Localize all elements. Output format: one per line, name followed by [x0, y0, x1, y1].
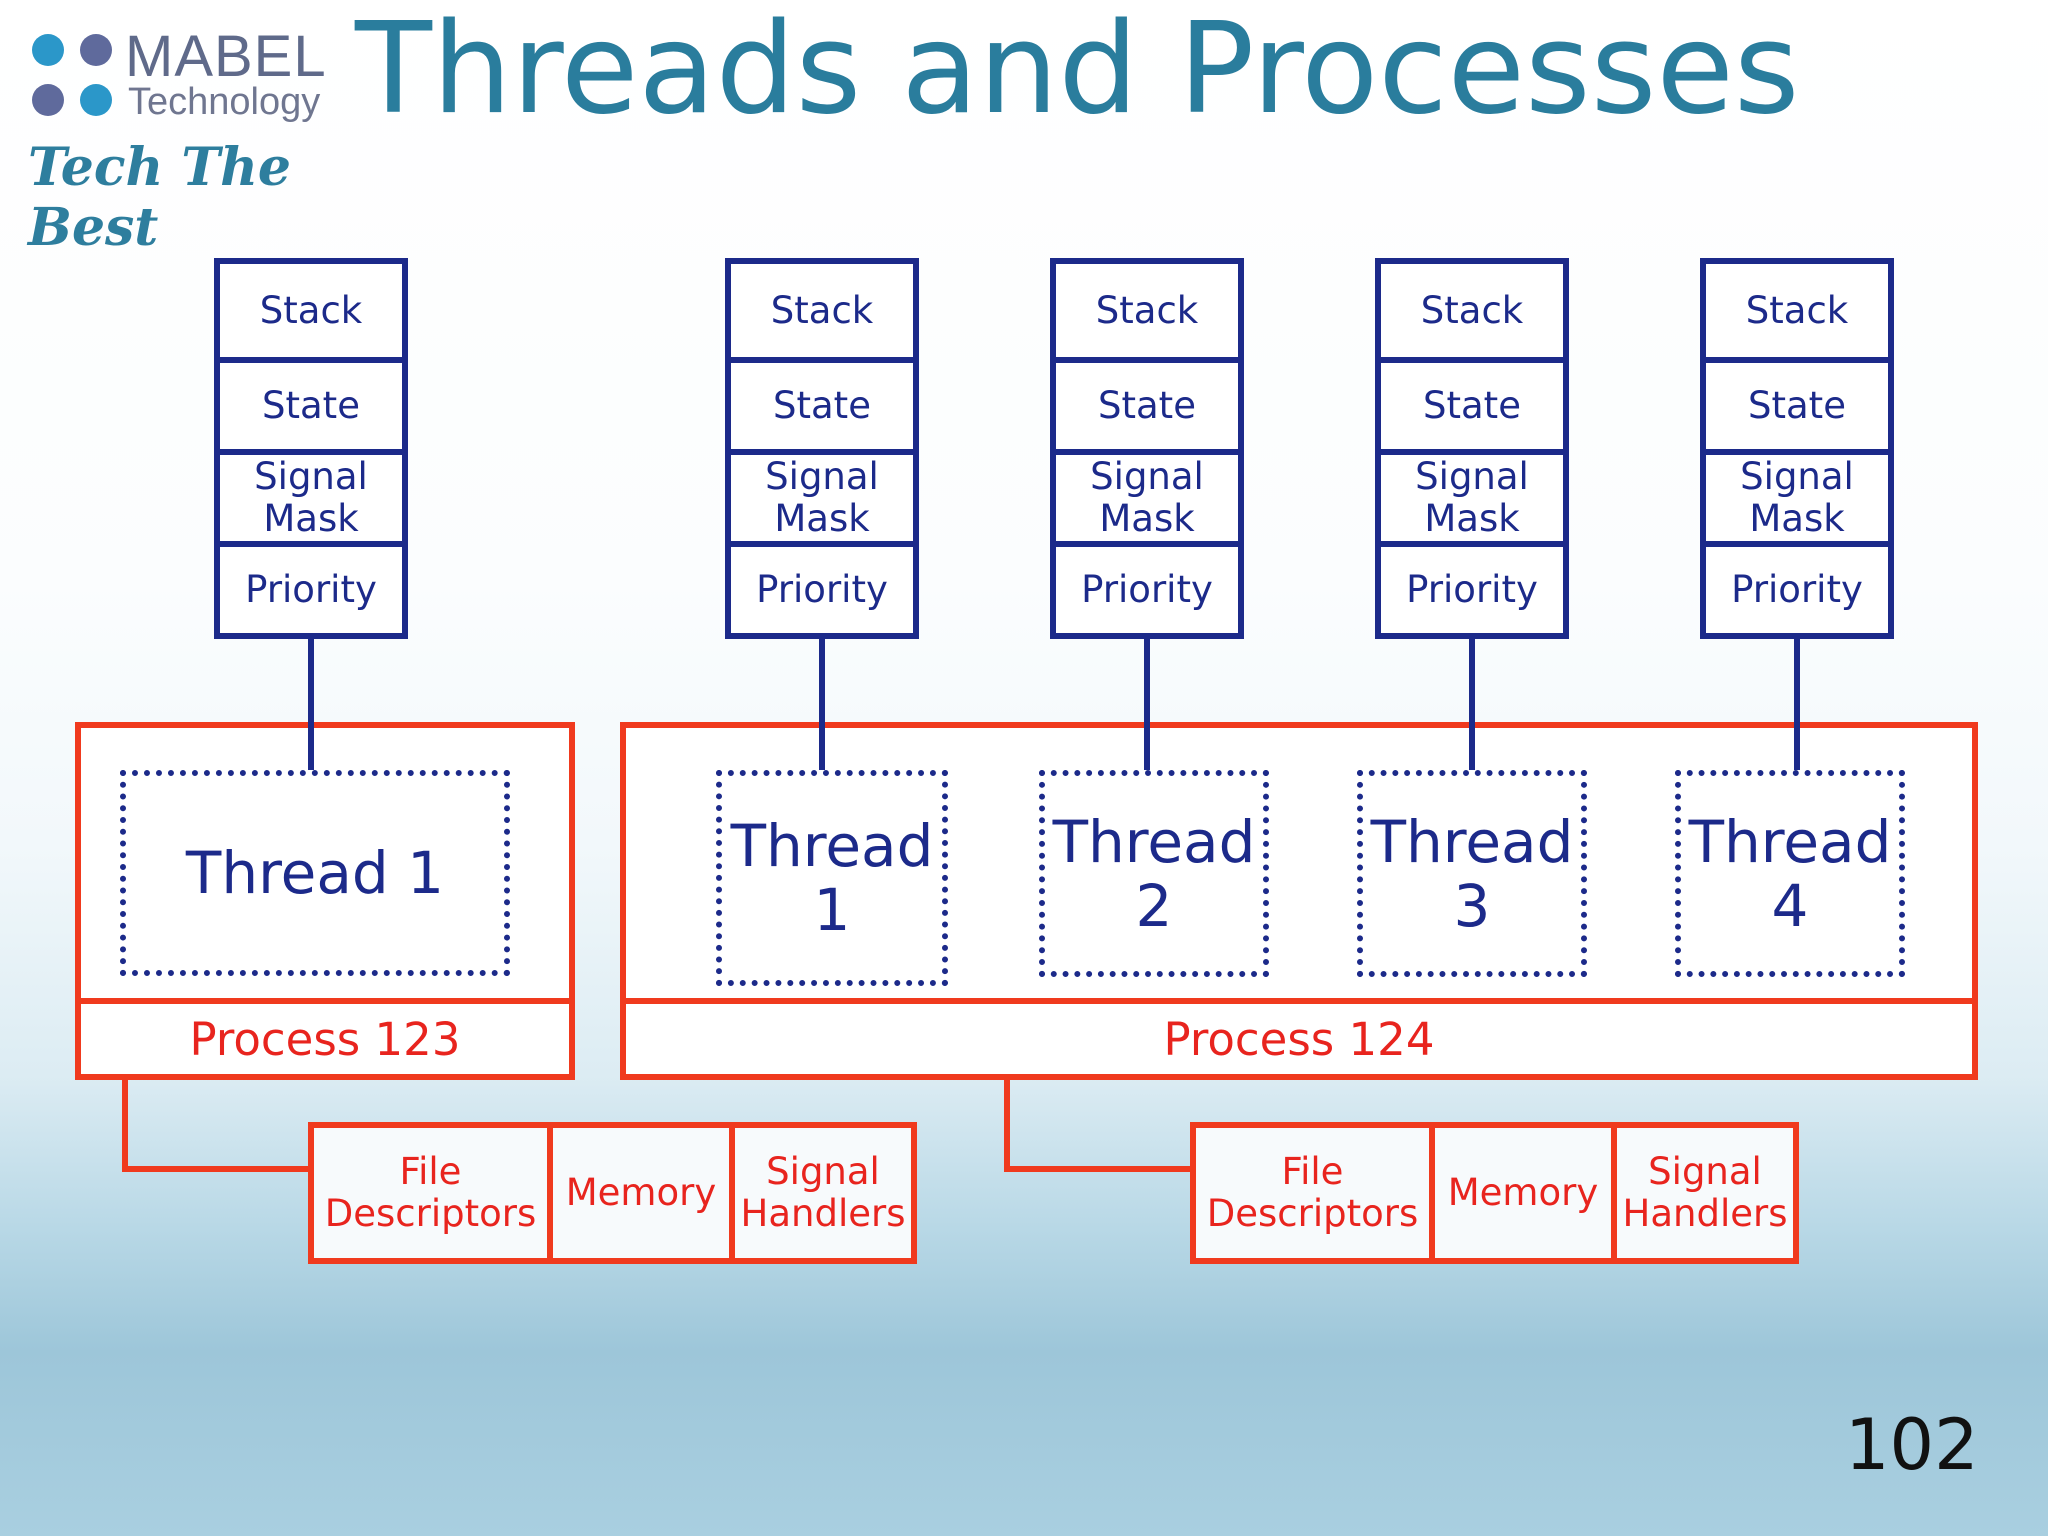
process-124-thread-1: Thread 1 [716, 770, 948, 986]
process-124-resources: File Descriptors Memory Signal Handlers [1190, 1122, 1799, 1264]
signal-mask-cell: Signal Mask [1706, 449, 1888, 541]
memory-cell: Memory [1429, 1128, 1611, 1258]
connector-line [1144, 636, 1150, 770]
logo-dot-3 [32, 84, 64, 116]
thread-attributes-stack: Stack State Signal Mask Priority [725, 258, 919, 639]
page-title: Threads and Processes [355, 0, 1800, 142]
priority-cell: Priority [220, 541, 402, 633]
thread-attributes-stack: Stack State Signal Mask Priority [1700, 258, 1894, 639]
stack-cell: Stack [770, 288, 874, 332]
priority-cell: Priority [1056, 541, 1238, 633]
resource-connector [1004, 1166, 1194, 1172]
process-124-thread-3: Thread 3 [1357, 770, 1587, 977]
signal-mask-cell: Signal Mask [1056, 449, 1238, 541]
signal-mask-cell: Signal Mask [1381, 449, 1563, 541]
logo-sub: Technology [128, 81, 321, 123]
state-cell: State [731, 357, 913, 449]
connector-line [308, 636, 314, 770]
file-descriptors-cell: File Descriptors [324, 1150, 537, 1235]
process-123-thread-1: Thread 1 [120, 770, 510, 976]
priority-cell: Priority [1381, 541, 1563, 633]
stack-cell: Stack [1095, 288, 1199, 332]
state-cell: State [1706, 357, 1888, 449]
signal-handlers-cell: Signal Handlers [729, 1128, 911, 1258]
logo-tagline: Tech The Best [28, 137, 291, 258]
state-cell: State [1381, 357, 1563, 449]
process-123-resources: File Descriptors Memory Signal Handlers [308, 1122, 917, 1264]
page-number: 102 [1845, 1404, 1979, 1486]
process-124-label: Process 124 [620, 998, 1978, 1080]
stack-cell: Stack [259, 288, 363, 332]
signal-mask-cell: Signal Mask [731, 449, 913, 541]
process-124-thread-2: Thread 2 [1039, 770, 1269, 977]
stack-cell: Stack [1420, 288, 1524, 332]
resource-connector [122, 1078, 128, 1172]
signal-mask-cell: Signal Mask [220, 449, 402, 541]
logo: MABEL Technology Tech The Best [0, 0, 340, 258]
state-cell: State [220, 357, 402, 449]
memory-cell: Memory [547, 1128, 729, 1258]
logo-dot-1 [32, 34, 64, 66]
stack-cell: Stack [1745, 288, 1849, 332]
process-123-box [75, 722, 575, 1004]
thread-attributes-stack: Stack State Signal Mask Priority [1375, 258, 1569, 639]
file-descriptors-cell: File Descriptors [1206, 1150, 1419, 1235]
priority-cell: Priority [1706, 541, 1888, 633]
state-cell: State [1056, 357, 1238, 449]
priority-cell: Priority [731, 541, 913, 633]
process-124-thread-4: Thread 4 [1675, 770, 1905, 977]
thread-attributes-stack: Stack State Signal Mask Priority [214, 258, 408, 639]
connector-line [1794, 636, 1800, 770]
process-123-label: Process 123 [75, 998, 575, 1080]
logo-dot-2 [80, 34, 112, 66]
resource-connector [122, 1166, 312, 1172]
connector-line [1469, 636, 1475, 770]
logo-brand: MABEL [125, 24, 327, 89]
resource-connector [1004, 1078, 1010, 1172]
thread-attributes-stack: Stack State Signal Mask Priority [1050, 258, 1244, 639]
connector-line [819, 636, 825, 770]
logo-dot-4 [80, 84, 112, 116]
signal-handlers-cell: Signal Handlers [1611, 1128, 1793, 1258]
